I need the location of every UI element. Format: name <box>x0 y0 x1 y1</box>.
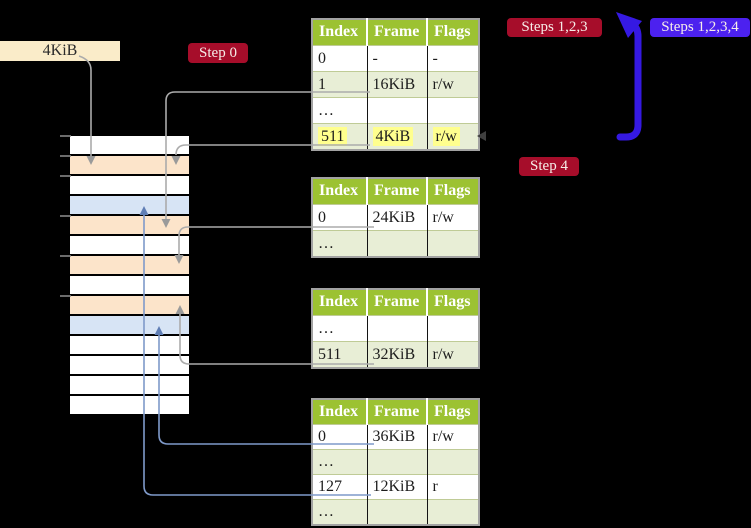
memory-page-row-orange <box>70 216 189 234</box>
memory-page-row-blue <box>70 196 189 214</box>
memory-page-row-orange <box>70 156 189 174</box>
table-cell: - <box>426 45 479 72</box>
memory-page-row-white <box>70 136 189 154</box>
table-cell: 511 <box>312 341 367 368</box>
table-cell <box>366 97 427 124</box>
table-cell: r/w <box>426 424 479 450</box>
table-row: 511 4KiB r/w <box>312 123 479 150</box>
table-cell: 12KiB <box>366 474 427 500</box>
table-cell: 24KiB <box>366 204 427 231</box>
table-cell: 511 <box>312 123 367 150</box>
table-row: 0 -- <box>312 45 479 72</box>
highlighted-value: r/w <box>432 126 460 146</box>
memory-page-row-blue <box>70 316 189 334</box>
steps1234-badge: Steps 1,2,3,4 <box>650 18 750 37</box>
table-cell: r/w <box>426 204 479 231</box>
table-cell <box>426 230 479 257</box>
table-cell <box>366 315 427 342</box>
table-row: … <box>312 97 479 124</box>
column-header-flags: Flags <box>426 399 479 425</box>
table-row: … <box>312 230 479 257</box>
step0-badge: Step 0 <box>188 43 248 63</box>
table-cell: … <box>318 101 334 119</box>
table-cell: r <box>426 474 479 500</box>
memory-page-row-white <box>70 176 189 194</box>
column-header-flags: Flags <box>426 178 479 205</box>
table-cell <box>426 315 479 342</box>
memory-page-row-white <box>70 236 189 254</box>
table-cell: 0 <box>318 428 326 445</box>
table-cell: … <box>312 230 367 257</box>
highlighted-value: 511 <box>318 126 348 146</box>
table-cell: 16KiB <box>366 71 427 98</box>
table-cell <box>366 230 427 257</box>
table-cell: 1 <box>312 71 367 98</box>
table-cell: 32KiB <box>366 341 427 368</box>
memory-page-row-white <box>70 356 189 374</box>
table-row: … <box>312 499 479 525</box>
table-cell: 0 <box>318 208 326 226</box>
column-header-index: Index <box>312 289 367 316</box>
table-cell: 0 <box>318 49 326 67</box>
column-header-flags: Flags <box>426 289 479 316</box>
table-row: … <box>312 449 479 475</box>
column-header-frame: Frame <box>366 19 427 46</box>
page-size-label: 4KiB <box>0 41 120 61</box>
memory-page-row-white <box>70 396 189 414</box>
table-cell: - <box>366 45 427 72</box>
table-cell: 4KiB <box>366 123 427 150</box>
column-header-index: Index <box>312 19 367 46</box>
thick-translation-arrow <box>616 12 642 141</box>
step4-badge: Step 4 <box>519 157 579 176</box>
highlighted-value: 4KiB <box>372 126 414 146</box>
table-cell <box>426 449 479 475</box>
table-cell: r/w <box>426 71 479 98</box>
table-cell: r/w <box>426 341 479 368</box>
column-header-frame: Frame <box>366 289 427 316</box>
memory-page-row-orange <box>70 296 189 314</box>
table-cell: r/w <box>426 123 479 150</box>
column-header-frame: Frame <box>366 178 427 205</box>
memory-page-row-white <box>70 276 189 294</box>
table-cell: … <box>312 449 367 475</box>
column-header-flags: Flags <box>426 19 479 46</box>
table-cell: … <box>312 499 367 525</box>
table-cell: 127 <box>318 478 342 495</box>
memory-page-row-white <box>70 336 189 354</box>
physical-memory-column <box>70 136 189 414</box>
memory-page-row-orange <box>70 256 189 274</box>
table-cell <box>366 449 427 475</box>
table-cell: 36KiB <box>366 424 427 450</box>
table-cell <box>426 97 479 124</box>
table-row: … <box>312 315 479 342</box>
column-header-index: Index <box>312 178 367 205</box>
memory-page-row-white <box>70 376 189 394</box>
table-cell <box>426 499 479 525</box>
column-header-index: Index <box>312 399 367 425</box>
steps123-badge: Steps 1,2,3 <box>507 18 602 37</box>
table-cell <box>366 499 427 525</box>
column-header-frame: Frame <box>366 399 427 425</box>
table-cell: … <box>318 319 334 337</box>
